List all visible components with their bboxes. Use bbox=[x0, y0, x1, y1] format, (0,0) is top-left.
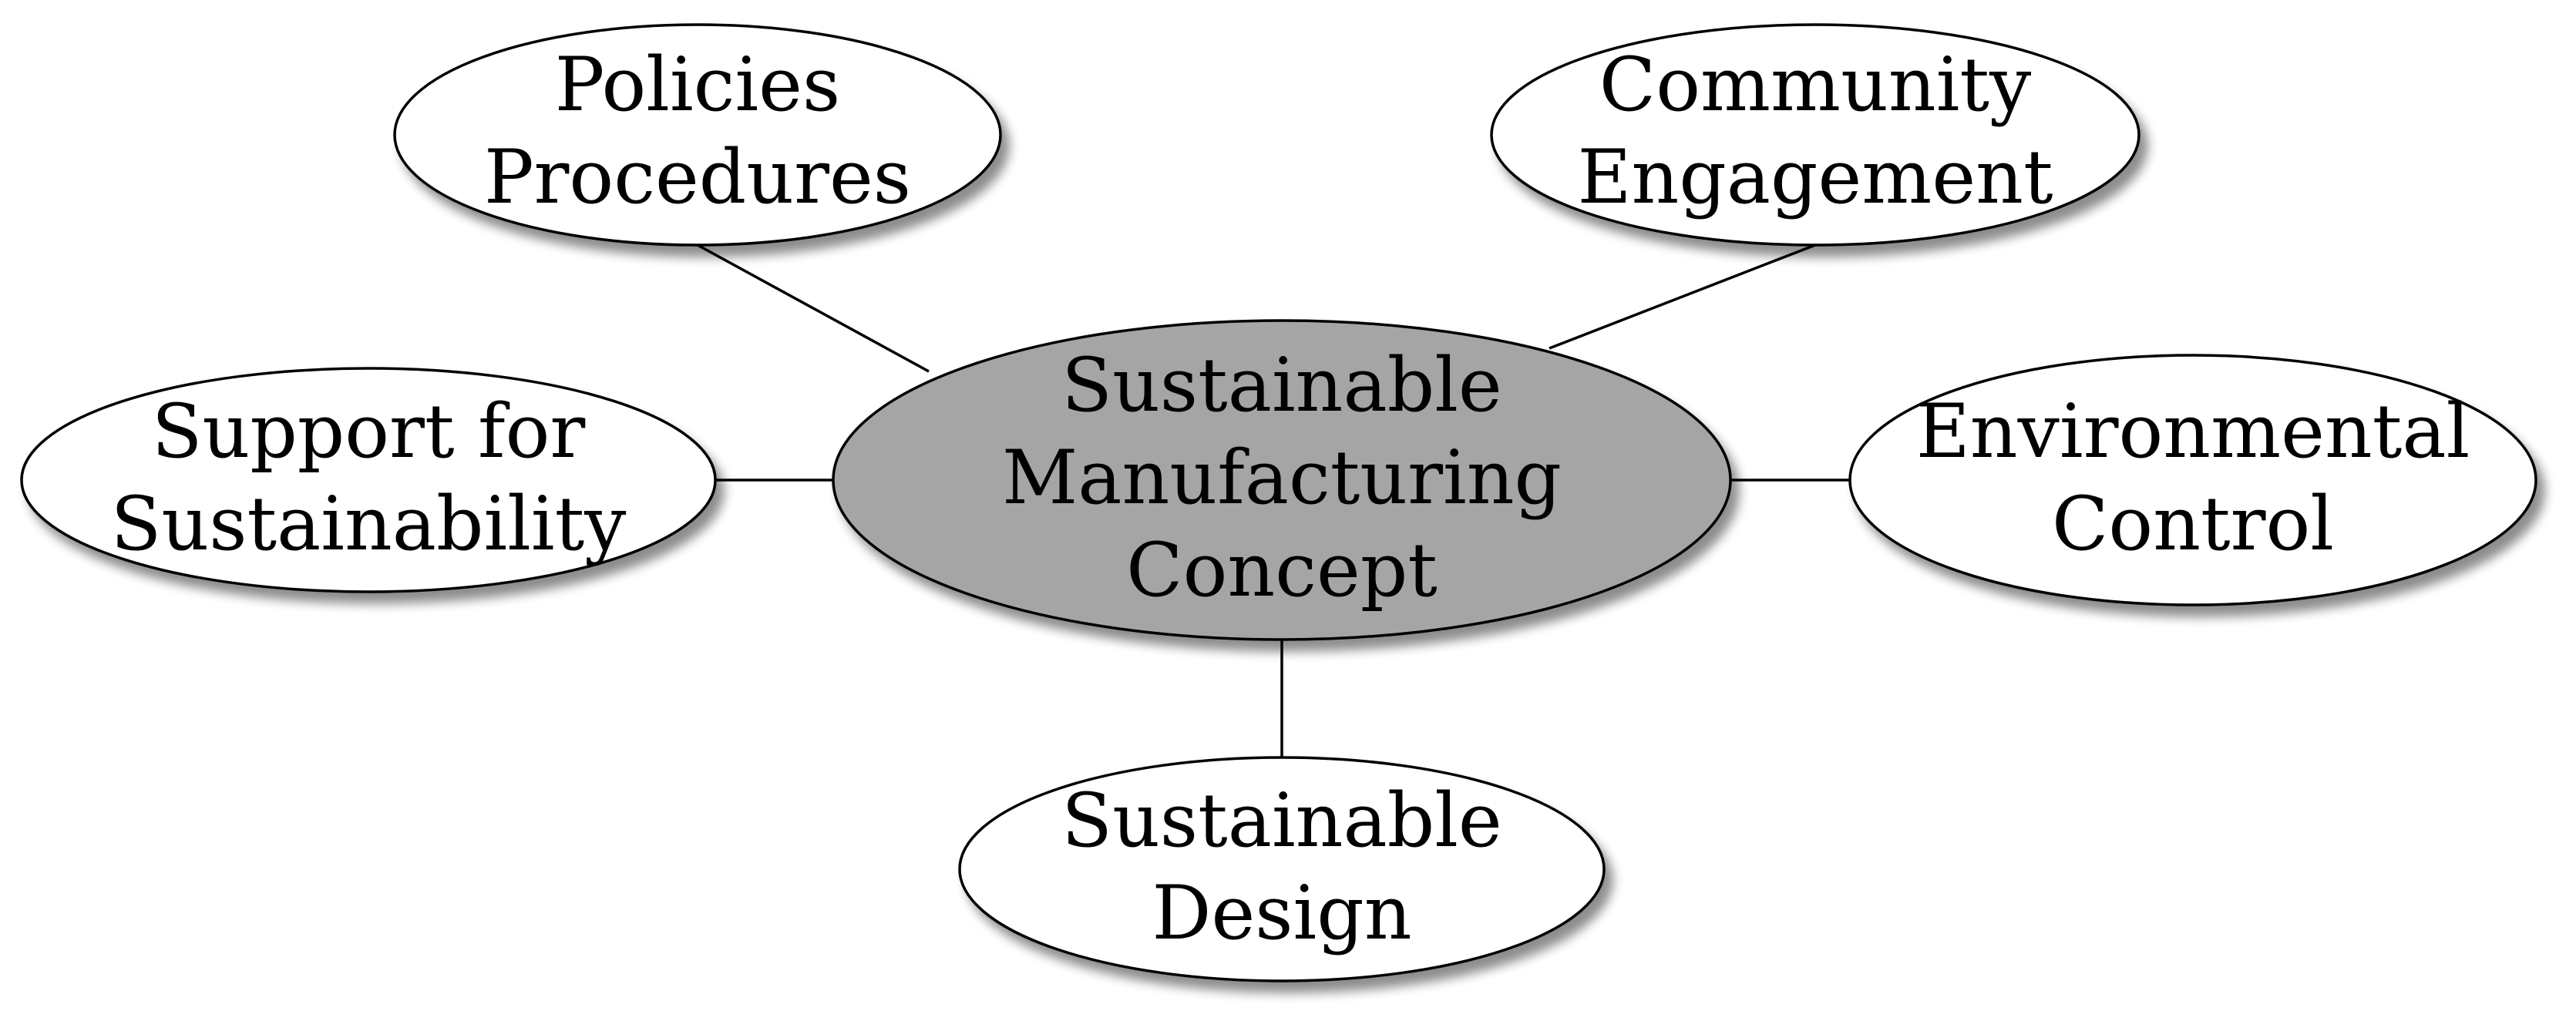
node-ellipse bbox=[393, 23, 1002, 247]
center-ellipse bbox=[832, 319, 1732, 641]
connectors bbox=[697, 243, 1850, 759]
node-sustainable-manufacturing-concept: Sustainable Manufacturing Concept bbox=[832, 319, 1732, 641]
center-label-line-1: Sustainable bbox=[1061, 342, 1502, 428]
node-ellipse bbox=[20, 367, 717, 593]
node-label-line-2: Procedures bbox=[484, 134, 911, 220]
node-environmental-control: Environmental Control bbox=[1848, 354, 2537, 606]
node-ellipse bbox=[1848, 354, 2537, 606]
connector-community bbox=[1549, 243, 1816, 350]
node-label-line-1: Support for bbox=[152, 388, 586, 475]
node-label-line-1: Environmental bbox=[1916, 388, 2470, 475]
node-label-line-1: Community bbox=[1599, 42, 2031, 128]
node-ellipse bbox=[958, 756, 1606, 982]
node-ellipse bbox=[1490, 23, 2141, 247]
center-label-line-3: Concept bbox=[1126, 527, 1438, 613]
center-label-line-2: Manufacturing bbox=[1002, 435, 1562, 521]
node-label-line-1: Policies bbox=[555, 42, 840, 128]
connector-policies bbox=[697, 243, 930, 373]
node-community-engagement: Community Engagement bbox=[1490, 23, 2141, 247]
node-label-line-2: Engagement bbox=[1577, 134, 2053, 220]
node-policies-procedures: Policies Procedures bbox=[393, 23, 1002, 247]
node-label-line-2: Design bbox=[1152, 870, 1411, 956]
node-label-line-1: Sustainable bbox=[1061, 778, 1502, 864]
node-label-line-2: Control bbox=[2052, 481, 2334, 567]
node-support-for-sustainability: Support for Sustainability bbox=[20, 367, 717, 593]
node-label-line-2: Sustainability bbox=[111, 481, 627, 567]
node-sustainable-design: Sustainable Design bbox=[958, 756, 1606, 982]
